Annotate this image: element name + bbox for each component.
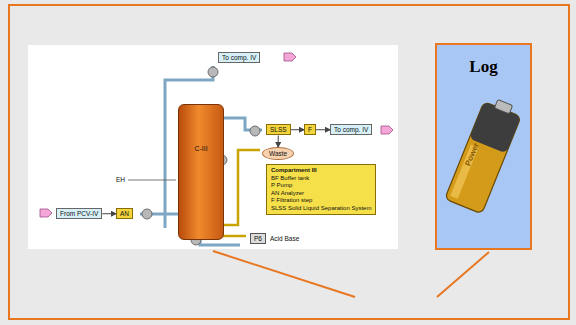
- node-text: Waste: [269, 150, 287, 157]
- waste-oval: Waste: [262, 147, 294, 160]
- node-text: BF Buffer tank: [271, 175, 371, 183]
- flow-connector: [278, 135, 279, 147]
- node-text: P Pump: [271, 182, 371, 190]
- column-vessel: C-III: [178, 104, 224, 240]
- flow-connector: [102, 213, 116, 214]
- pipes: [140, 66, 262, 245]
- pump-symbol: [142, 67, 260, 245]
- node-text: Compartment III: [271, 167, 371, 175]
- heater-label: EH: [116, 176, 125, 183]
- node-text: AN Analyzer: [271, 190, 371, 198]
- stream-label: Acid Base: [270, 235, 299, 242]
- flow-connector: [291, 129, 304, 130]
- pointer-lines: [213, 251, 489, 297]
- node-text: SLSS: [270, 126, 287, 133]
- process-box: SLSS: [266, 124, 291, 135]
- legend-box: Compartment IIIBF Buffer tankP PumpAN An…: [266, 164, 376, 215]
- node-text: Log: [437, 57, 530, 77]
- process-panel: [28, 45, 398, 249]
- heater-lead: [128, 180, 176, 181]
- stream-box: To comp. IV: [218, 52, 260, 63]
- outer-frame: [9, 5, 569, 319]
- pump-box: P6: [250, 233, 266, 244]
- node-text: To comp. IV: [222, 54, 256, 61]
- process-box: F: [304, 124, 316, 135]
- node-text: C-III: [179, 145, 223, 152]
- node-text: To comp. IV: [334, 126, 368, 133]
- analyzer-box: AN: [116, 208, 133, 219]
- node-text: P6: [254, 235, 262, 242]
- flow-connector: [316, 129, 330, 130]
- node-text: From PCV-IV: [60, 210, 98, 217]
- node-text: SLSS Solid Liquid Separation System: [271, 205, 371, 213]
- stream-box: To comp. IV: [330, 124, 372, 135]
- battery-icon: [440, 95, 525, 225]
- node-text: F: [308, 126, 312, 133]
- node-text: AN: [120, 210, 129, 217]
- node-text: F Filtration step: [271, 197, 371, 205]
- stream-box: From PCV-IV: [56, 208, 102, 219]
